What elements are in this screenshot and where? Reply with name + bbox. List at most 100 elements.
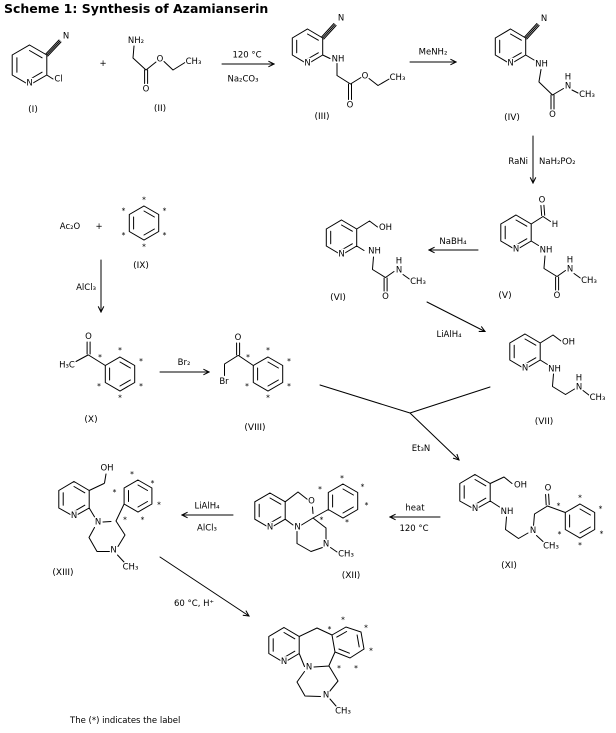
atom-ch3: CH₃ [186,57,202,67]
star-label: * [142,243,146,252]
star-label: * [318,485,322,494]
star-label: * [320,516,324,525]
atom-n: N [323,691,329,701]
reaction-arrow-7: LiAlH₄ [426,301,487,340]
atom-h: H [396,257,402,267]
compound-v: O H N NH O N H CH₃ (V) [498,194,598,302]
reagent-alcl3: AlCl₃ [76,283,96,293]
reagent-base: Na₂CO₃ [227,75,258,85]
reagent-heat: heat [405,504,425,514]
atom-o: O [545,484,552,494]
compound-label-i: (I) [28,105,38,115]
star-label: * [364,624,368,633]
atom-o: O [382,292,389,302]
atom-n: N [576,383,582,393]
atom-oh: OH [562,338,575,348]
bonds-x [75,341,136,392]
reaction-arrow-10: LiAlH₄ AlCl₃ [180,502,234,534]
atom-cl: Cl [54,75,62,85]
bonds-ix [128,205,160,241]
bonds-xii [254,483,359,553]
atom-o: O [554,291,561,301]
atom-ch3: CH₃ [338,550,354,560]
atom-nh: NH [501,507,514,517]
atom-n: N [396,266,402,276]
footnote: The (*) indicates the label [69,716,180,726]
atom-h: H [565,73,571,83]
atom-o: O [157,55,164,65]
atom-n: N [507,59,513,69]
reagent-alcl3: AlCl₃ [197,524,217,534]
bonds-viii [224,342,284,392]
star-label: * [287,382,291,391]
reagent-temperature: 120 °C [399,524,428,534]
atom-nh: NH [368,247,381,257]
atom-n: N [267,523,273,533]
star-label: * [266,346,270,355]
atom-n: N [294,523,300,533]
atom-h: H [567,256,573,266]
atom-o: O [235,333,242,343]
plus-sign: + [99,59,106,69]
atom-h3c: H₃C [59,361,75,371]
atom-o: O [549,110,556,120]
star-label: * [141,516,145,525]
star-label: * [163,207,167,216]
reaction-arrow-11: 60 °C, H⁺ [159,556,250,617]
star-label: * [139,382,143,391]
reagent-methylamine: MeNH₂ [419,48,448,58]
atom-n: N [306,663,312,673]
reagent-acid-heat: 60 °C, H⁺ [174,599,214,609]
atom-ch3: CH₃ [390,73,406,83]
compound-vii: OH N NH N H CH₃ (VII) [509,333,607,427]
bonds-i [11,39,62,86]
bonds-ii [132,45,186,84]
arrow [159,556,250,617]
compound-label-viii: (VIII) [244,423,265,433]
star-label: * [337,664,341,673]
star-label: * [97,382,101,391]
star-label: * [578,494,582,503]
star-label: * [118,346,122,355]
atom-br: Br [219,377,229,387]
scheme-title: Scheme 1: Synthesis of Azamianserin [4,1,268,16]
atom-h: H [552,220,558,230]
atom-nh: NH [535,60,548,70]
compound-label-ii: (II) [154,104,166,114]
reaction-arrow-2: MeNH₂ [409,48,458,66]
compound-xi: OH N NH N CH₃ O * * * * * * (XI) [459,473,604,571]
star-label: * [246,353,250,362]
atom-n: N [513,245,519,255]
compound-xiii: OH N N N CH₃ * * * * * * (XIII) [52,462,161,578]
star-label: * [328,625,332,634]
compound-label-v: (V) [498,291,511,301]
star-label: * [599,505,603,514]
compound-iv: N N NH O N H CH₃ (IV) [494,13,596,123]
reagent-triethylamine: Et₃N [412,444,430,454]
atom-n: N [541,14,547,24]
converge-lines [319,384,491,414]
compound-label-xiii: (XIII) [52,568,73,578]
bonds-xiii [58,473,153,563]
reagent-lialh4: LiAlH₄ [436,330,462,340]
star-label: * [341,616,345,625]
atom-nh: NH [548,365,561,375]
atom-n: N [110,546,116,556]
star-label: * [361,483,365,492]
compound-label-xi: (XI) [501,561,517,571]
star-label: * [163,231,167,240]
reagent-raney-nickel: RaNi [508,157,528,167]
star-label: * [369,647,373,656]
reagent-acetic-anhydride: Ac₂O [60,222,81,232]
atom-o: O [539,196,546,206]
star-label: * [558,530,562,539]
star-label: * [340,474,344,483]
atom-ch3: CH₃ [581,276,597,286]
atom-oh: OH [514,481,527,491]
compound-xii: N O N N CH₃ * * * * * * (XII) [254,474,369,581]
compound-label-iii: (III) [315,112,330,122]
atom-oh: OH [379,223,392,233]
compound-label-ix: (IX) [133,261,149,271]
reaction-arrow-9: heat 120 °C [388,504,441,534]
plus-sign: + [95,222,102,232]
